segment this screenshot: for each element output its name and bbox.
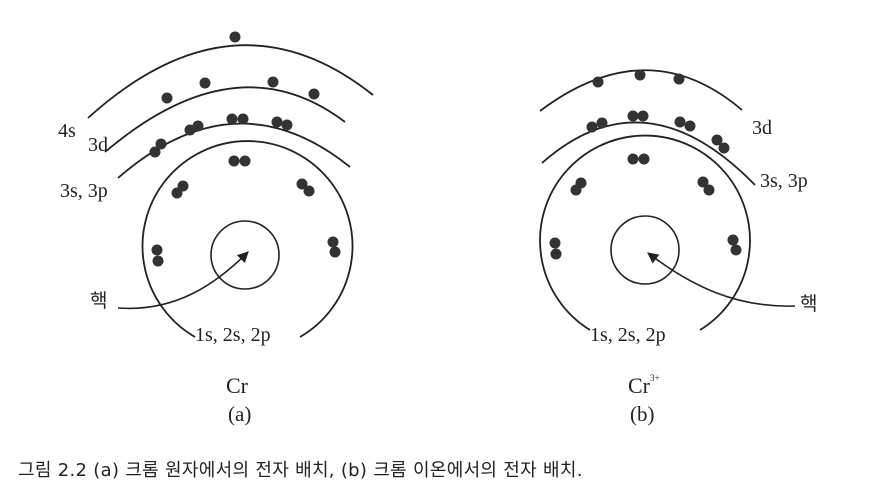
electron bbox=[703, 184, 715, 196]
electron bbox=[308, 88, 320, 100]
nucleus-arrow-a bbox=[117, 251, 249, 310]
element-symbol-b-text: Cr bbox=[628, 373, 650, 398]
ion-charge-b: 3+ bbox=[650, 373, 660, 383]
electron bbox=[718, 142, 730, 154]
shell-4s-a bbox=[87, 44, 374, 119]
figure-caption: 그림 2.2 (a) 크롬 원자에서의 전자 배치, (b) 크롬 이온에서의 … bbox=[18, 460, 583, 481]
electron bbox=[226, 113, 238, 125]
electron bbox=[674, 116, 686, 128]
electron bbox=[596, 117, 608, 129]
electron bbox=[592, 76, 604, 88]
electron bbox=[229, 31, 241, 43]
label-1s2s2p-a: 1s, 2s, 2p bbox=[195, 324, 271, 346]
electron bbox=[327, 236, 339, 248]
label-3d-a: 3d bbox=[88, 134, 108, 156]
electron bbox=[267, 76, 279, 88]
label-3s3p-b: 3s, 3p bbox=[760, 170, 808, 192]
electron bbox=[637, 110, 649, 122]
nucleus-circle-b bbox=[610, 215, 680, 285]
electrons-a bbox=[149, 31, 341, 267]
electron bbox=[228, 155, 240, 167]
electron bbox=[161, 92, 173, 104]
electron bbox=[638, 153, 650, 165]
electron bbox=[151, 244, 163, 256]
label-4s-a: 4s bbox=[58, 120, 76, 142]
electron bbox=[627, 153, 639, 165]
electron bbox=[697, 176, 709, 188]
electron bbox=[237, 113, 249, 125]
sublabel-a: (a) bbox=[228, 402, 252, 426]
electron bbox=[586, 121, 598, 133]
label-3d-b: 3d bbox=[752, 117, 772, 139]
electron bbox=[296, 178, 308, 190]
diagram-b bbox=[539, 69, 796, 331]
sublabel-b: (b) bbox=[630, 402, 655, 426]
element-symbol-b: Cr3+ bbox=[628, 373, 660, 398]
electron bbox=[673, 73, 685, 85]
electron bbox=[199, 77, 211, 89]
electron bbox=[303, 185, 315, 197]
shell-3s3p-a bbox=[117, 122, 351, 179]
electron bbox=[192, 120, 204, 132]
label-nucleus-b: 핵 bbox=[800, 293, 818, 315]
electron bbox=[634, 69, 646, 81]
shell-inner-a bbox=[141, 140, 354, 338]
label-nucleus-a: 핵 bbox=[90, 290, 108, 312]
nucleus-arrow-b bbox=[647, 252, 796, 307]
electron bbox=[550, 248, 562, 260]
nucleus-circle-a bbox=[210, 220, 280, 290]
electron bbox=[155, 138, 167, 150]
electron bbox=[684, 120, 696, 132]
diagram-a bbox=[87, 31, 374, 338]
electron bbox=[575, 177, 587, 189]
shell-3d-a bbox=[104, 86, 346, 153]
electron bbox=[711, 134, 723, 146]
electron bbox=[239, 155, 251, 167]
electron bbox=[329, 246, 341, 258]
electron bbox=[730, 244, 742, 256]
shell-3d-b bbox=[539, 69, 743, 112]
electrons-b bbox=[549, 69, 742, 260]
shell-3s3p-b bbox=[541, 121, 756, 186]
label-1s2s2p-b: 1s, 2s, 2p bbox=[590, 324, 666, 346]
electron bbox=[271, 116, 283, 128]
electron-configuration-figure: 4s 3d 3s, 3p 핵 1s, 2s, 2p Cr (a) 3d 3s, … bbox=[58, 31, 818, 426]
figure-svg bbox=[87, 31, 796, 338]
electron bbox=[149, 146, 161, 158]
electron bbox=[152, 255, 164, 267]
element-symbol-a: Cr bbox=[226, 373, 248, 398]
electron bbox=[727, 234, 739, 246]
electron bbox=[177, 180, 189, 192]
label-3s3p-a: 3s, 3p bbox=[60, 180, 108, 202]
electron bbox=[549, 237, 561, 249]
electron bbox=[281, 119, 293, 131]
shell-inner-b bbox=[539, 134, 751, 331]
electron bbox=[627, 110, 639, 122]
